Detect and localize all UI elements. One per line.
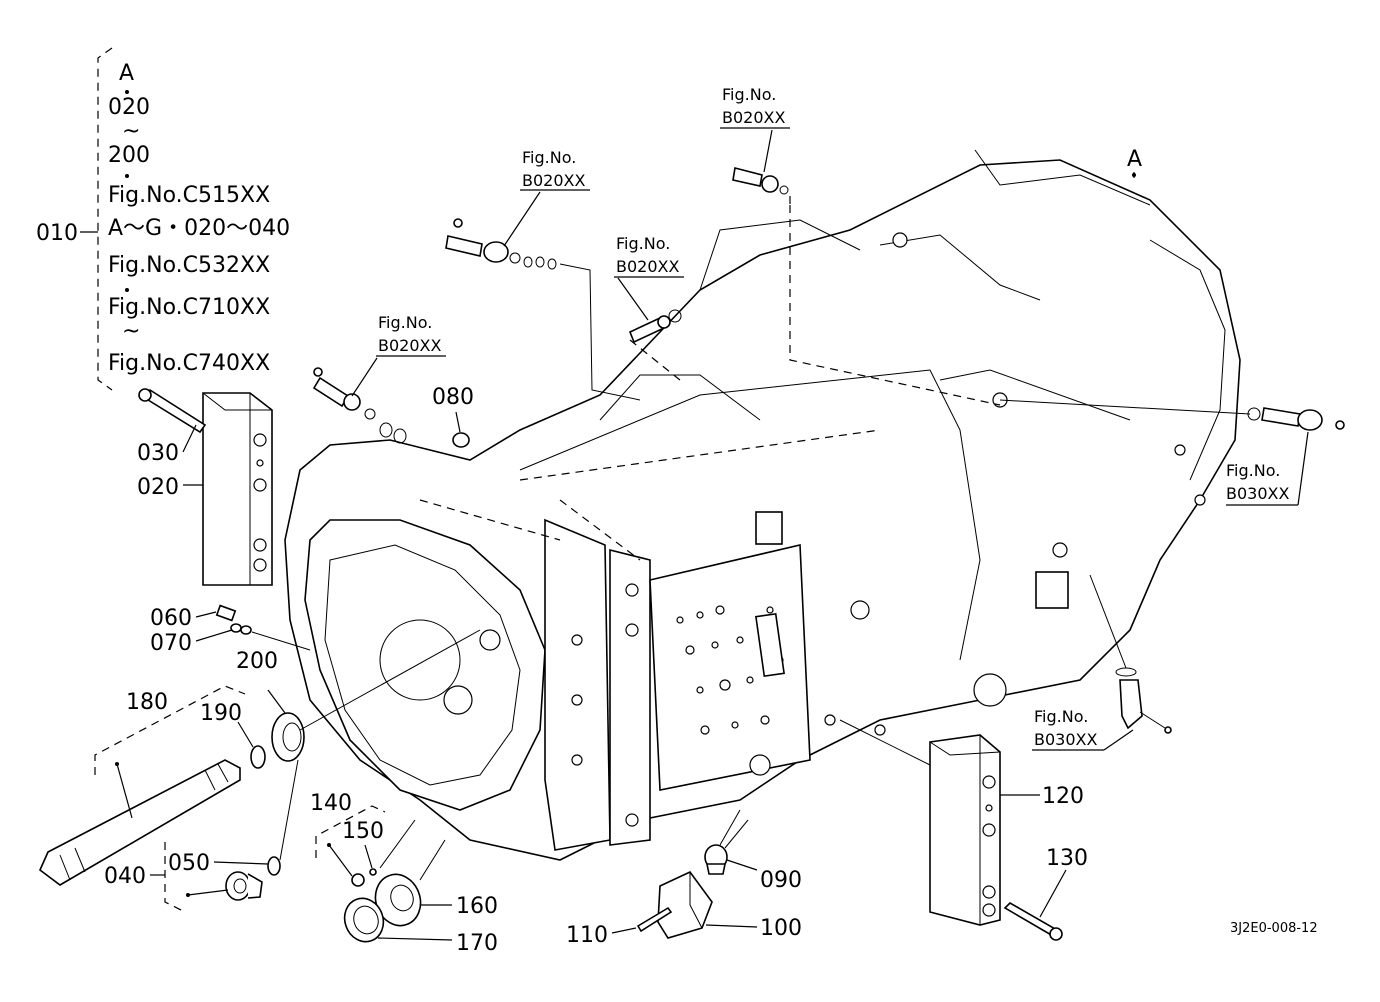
- callout-090: 090: [760, 868, 802, 893]
- shim-170: [343, 897, 385, 943]
- shaft-180: [39, 759, 241, 886]
- callout-100: 100: [760, 916, 802, 941]
- o-ring-080: [452, 432, 470, 448]
- group-010-line-7: Fig.No.C532XX: [108, 253, 270, 278]
- callout-030: 030: [137, 441, 179, 466]
- group-010-bracket: [80, 47, 113, 391]
- plate-120: [929, 734, 1001, 926]
- callout-150: 150: [342, 819, 384, 844]
- nut-050: [225, 871, 263, 901]
- fig-ref-3-code: B020XX: [616, 257, 679, 276]
- fig-ref-6-code: B030XX: [1034, 730, 1097, 749]
- callout-140: 140: [310, 791, 352, 816]
- group-010-line-10: Fig.No.C740XX: [108, 351, 270, 376]
- speed-sensor-1: [1247, 407, 1345, 431]
- pin-060: [215, 604, 237, 622]
- valve-plate-holes: [676, 605, 784, 735]
- o-ring-190: [250, 745, 266, 769]
- fig-ref-2-label: Fig.No.: [722, 85, 776, 104]
- screw-110: [636, 906, 673, 933]
- fig-ref-5-label: Fig.No.: [1226, 461, 1280, 480]
- fig-ref-6-label: Fig.No.: [1034, 707, 1088, 726]
- group-010-line-5: Fig.No.C515XX: [108, 183, 270, 208]
- callout-110: 110: [566, 923, 608, 948]
- group-010-line-6: A～G・020～040: [108, 216, 290, 241]
- seal-200: [271, 712, 305, 762]
- group-010-line-1: A: [119, 61, 134, 86]
- pressure-sensor-1: [445, 218, 557, 270]
- bolt-140: [351, 868, 377, 887]
- callout-200: 200: [236, 649, 278, 674]
- group-010-lines: A 020 ~ 200 Fig.No.C515XX A～G・020～040 Fi…: [108, 61, 290, 376]
- bracket-100: [657, 870, 713, 939]
- callout-170: 170: [456, 931, 498, 956]
- callout-080: 080: [432, 385, 474, 410]
- callout-070: 070: [150, 631, 192, 656]
- plate-020: [202, 392, 273, 586]
- drawing-code: 3J2E0-008-12: [1230, 921, 1318, 936]
- bracket-050: [150, 842, 186, 913]
- pressure-sensor-3: [628, 309, 682, 344]
- bolt-030: [138, 388, 207, 434]
- callout-130: 130: [1046, 846, 1088, 871]
- transmission-housing: [284, 149, 1241, 861]
- fig-ref-1-label: Fig.No.: [522, 148, 576, 167]
- callout-020: 020: [137, 475, 179, 500]
- callout-060: 060: [150, 606, 192, 631]
- fig-ref-4-code: B020XX: [378, 336, 441, 355]
- group-010-line-8: Fig.No.C710XX: [108, 295, 270, 320]
- reference-lines: [419, 205, 1001, 561]
- fig-ref-5-code: B030XX: [1226, 484, 1289, 503]
- sensor-090: [704, 809, 749, 875]
- callout-190: 190: [200, 701, 242, 726]
- o-ring-050: [267, 856, 281, 876]
- marker-a: A: [1127, 147, 1142, 172]
- callout-050: 050: [168, 851, 210, 876]
- callout-160: 160: [456, 894, 498, 919]
- group-010-line-4: 200: [108, 143, 150, 168]
- ring-070: [230, 623, 252, 635]
- callout-180: 180: [126, 690, 168, 715]
- fig-ref-1-code: B020XX: [522, 171, 585, 190]
- speed-sensor-2: [1115, 667, 1172, 734]
- group-010-line-2: 020: [108, 95, 150, 120]
- callout-010: 010: [36, 221, 78, 246]
- callout-120: 120: [1042, 784, 1084, 809]
- group-010-line-9: ~: [122, 319, 140, 344]
- pressure-sensor-2: [732, 167, 789, 195]
- fig-ref-3-label: Fig.No.: [616, 234, 670, 253]
- fig-ref-4-label: Fig.No.: [378, 313, 432, 332]
- callout-040: 040: [104, 864, 146, 889]
- bolt-130: [1003, 902, 1063, 941]
- fig-ref-2-code: B020XX: [722, 108, 785, 127]
- group-010-line-3: ~: [122, 119, 140, 144]
- pressure-sensor-4: [312, 367, 407, 444]
